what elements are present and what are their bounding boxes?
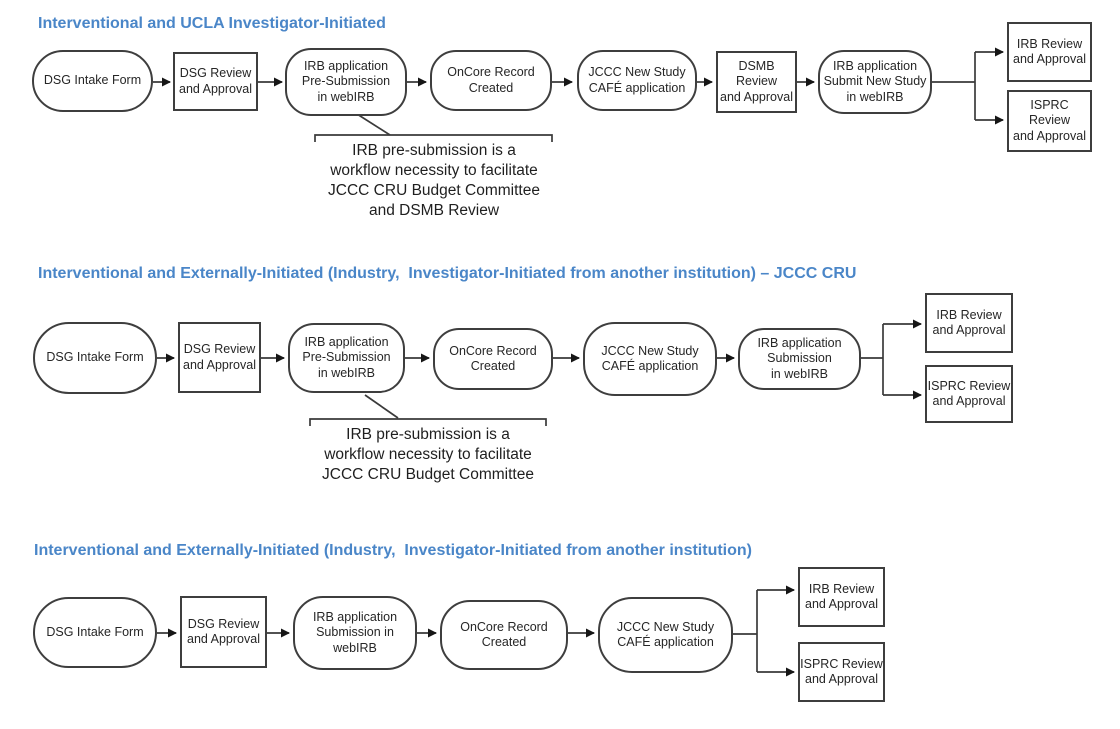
f2-node-oncore-record-created: OnCore Record Created <box>433 328 553 390</box>
flow-2-heading: Interventional and Externally-Initiated … <box>38 265 857 282</box>
f3-node-jccc-cafe-application: JCCC New Study CAFÉ application <box>598 597 733 673</box>
f1-node-oncore-record-created: OnCore Record Created <box>430 50 552 111</box>
f1-annotation-pre-submission-note: IRB pre-submission is a workflow necessi… <box>328 142 540 219</box>
f3-node-irb-submission: IRB application Submission in webIRB <box>293 596 417 670</box>
f2-node-dsg-intake-form: DSG Intake Form <box>33 322 157 394</box>
f2-node-irb-review-approval: IRB Review and Approval <box>925 293 1013 353</box>
f3-node-dsg-intake-form: DSG Intake Form <box>33 597 157 668</box>
f1-node-irb-pre-submission: IRB application Pre-Submission in webIRB <box>285 48 407 116</box>
flow-3-heading: Interventional and Externally-Initiated … <box>34 542 752 559</box>
f1-node-irb-submit-new-study: IRB application Submit New Study in webI… <box>818 50 932 114</box>
f3-node-oncore-record-created: OnCore Record Created <box>440 600 568 670</box>
f1-node-dsmb-review-approval: DSMB Review and Approval <box>716 51 797 113</box>
f1-node-isprc-review-approval: ISPRC Review and Approval <box>1007 90 1092 152</box>
f1-node-jccc-cafe-application: JCCC New Study CAFÉ application <box>577 50 697 111</box>
f3-node-irb-review-approval: IRB Review and Approval <box>798 567 885 627</box>
f2-node-irb-submission: IRB application Submission in webIRB <box>738 328 861 390</box>
f2-node-isprc-review-approval: ISPRC Review and Approval <box>925 365 1013 423</box>
f2-node-jccc-cafe-application: JCCC New Study CAFÉ application <box>583 322 717 396</box>
flow-1-heading: Interventional and UCLA Investigator-Ini… <box>38 15 386 32</box>
f2-node-irb-pre-submission: IRB application Pre-Submission in webIRB <box>288 323 405 393</box>
f1-node-irb-review-approval: IRB Review and Approval <box>1007 22 1092 82</box>
f3-node-dsg-review-approval: DSG Review and Approval <box>180 596 267 668</box>
f1-node-dsg-intake-form: DSG Intake Form <box>32 50 153 112</box>
f1-node-dsg-review-approval: DSG Review and Approval <box>173 52 258 111</box>
f2-node-dsg-review-approval: DSG Review and Approval <box>178 322 261 393</box>
f3-node-isprc-review-approval: ISPRC Review and Approval <box>798 642 885 702</box>
f2-annotation-pre-submission-note: IRB pre-submission is a workflow necessi… <box>322 426 534 483</box>
